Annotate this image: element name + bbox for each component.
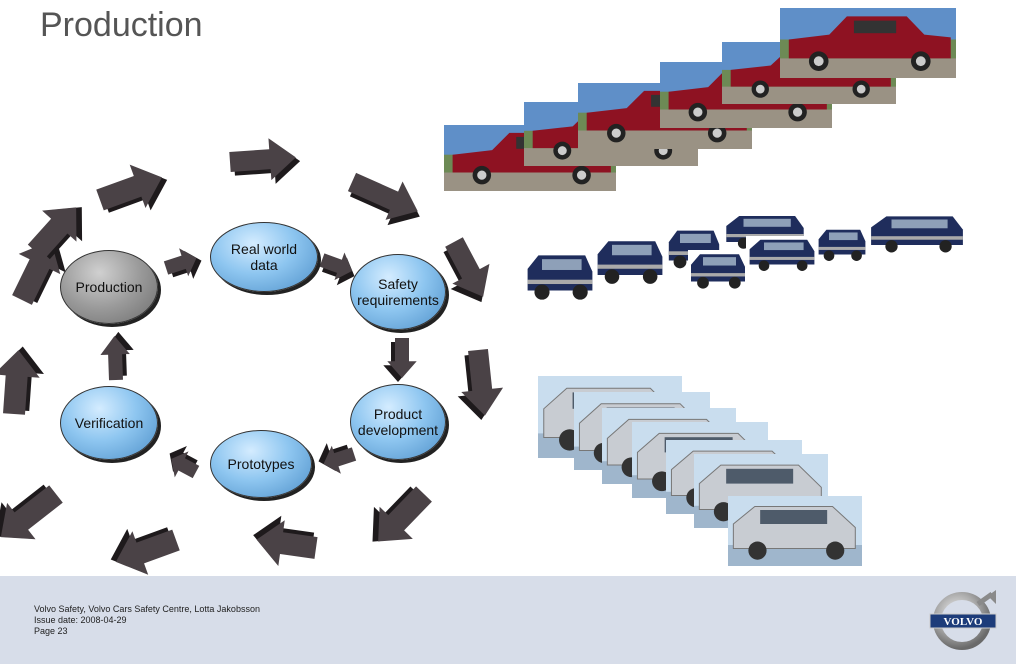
cycle-arrow <box>372 486 432 542</box>
node-real-world-data: Real world data <box>210 222 318 292</box>
node-label-product-development: Product development <box>357 405 439 438</box>
cycle-arrow <box>169 445 200 479</box>
cycle-arrow <box>163 248 202 279</box>
node-label-safety-requirements: Safety requirements <box>357 275 439 308</box>
node-product-development: Product development <box>350 384 446 460</box>
suv-photo <box>816 226 868 264</box>
sedan-photo <box>780 8 956 78</box>
footer-page-number: Page 23 <box>34 626 68 636</box>
suv-photo <box>594 236 666 288</box>
cycle-arrow <box>443 237 490 303</box>
node-verification: Verification <box>60 386 158 460</box>
suv-photo <box>524 250 596 304</box>
node-label-real-world-data: Real world data <box>230 240 298 273</box>
cycle-arrow <box>0 484 63 540</box>
node-label-prototypes: Prototypes <box>227 455 295 472</box>
slide-title: Production <box>40 6 203 44</box>
cycle-arrow <box>0 346 44 415</box>
footer-text: Volvo Safety, Volvo Cars Safety Centre, … <box>34 604 260 637</box>
cycle-arrow <box>96 164 168 213</box>
footer-bar <box>0 576 1016 664</box>
cycle-arrow <box>27 207 83 260</box>
volvo-logo: VOLVO <box>926 588 1004 650</box>
node-label-production: Production <box>75 278 143 295</box>
car-photo-stacks <box>444 8 968 566</box>
node-label-verification: Verification <box>74 414 144 431</box>
cycle-arrow <box>110 527 180 575</box>
node-production: Production <box>60 250 158 324</box>
footer-issue-date: Issue date: 2008-04-29 <box>34 615 127 625</box>
cycle-arrow <box>229 138 301 184</box>
suv-photo <box>688 250 748 292</box>
footer-presenter: Volvo Safety, Volvo Cars Safety Centre, … <box>34 604 260 614</box>
cycle-arrow <box>383 338 417 382</box>
cycle-arrow <box>253 515 318 567</box>
node-safety-requirements: Safety requirements <box>350 254 446 330</box>
cycle-arrow <box>318 443 357 474</box>
cycle-arrow <box>347 172 420 226</box>
cycle-arrow <box>457 348 504 421</box>
logo-wordmark: VOLVO <box>944 616 983 628</box>
suv-photo <box>866 212 968 256</box>
wagon-photo <box>728 496 862 566</box>
suv-photo <box>746 236 818 274</box>
cycle-arrow <box>319 252 355 286</box>
node-prototypes: Prototypes <box>210 430 312 498</box>
cycle-arrow <box>100 331 134 381</box>
